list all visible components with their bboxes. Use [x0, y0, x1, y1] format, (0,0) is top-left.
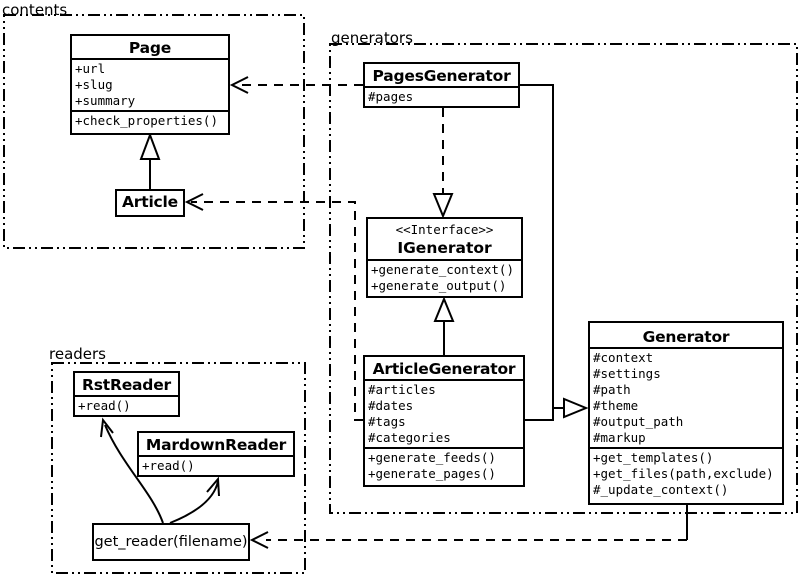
- attribute: +summary: [75, 93, 136, 108]
- attribute: #output_path: [593, 414, 684, 429]
- package-label-contents: contents: [2, 1, 68, 19]
- attribute: +slug: [75, 77, 113, 92]
- inheritance-arrow-generators-to-generator: [520, 84, 589, 421]
- dependency-arrow-pagesgenerator-to-page: [229, 76, 363, 94]
- method: +generate_context(): [371, 262, 514, 277]
- arrow-getreader-to-markdownreader: [169, 476, 220, 524]
- method: +read(): [142, 458, 195, 473]
- class-box-generator: Generator #context #settings #path #them…: [588, 321, 784, 505]
- attributes-compartment: #articles #dates #tags #categories: [365, 379, 523, 447]
- attribute: #context: [593, 350, 654, 365]
- attribute: #pages: [368, 89, 414, 104]
- attribute: #settings: [593, 366, 661, 381]
- methods-compartment: +read(): [75, 395, 178, 415]
- package-border-readers: [51, 362, 306, 574]
- arrow-getreader-to-rstreader: [100, 417, 164, 524]
- attribute: #theme: [593, 398, 639, 413]
- package-border-contents: [3, 14, 305, 249]
- attributes-compartment: +url +slug +summary: [72, 58, 228, 110]
- method: +get_files(path,exclude): [593, 466, 774, 481]
- inheritance-arrow-article-to-page: [139, 132, 161, 189]
- package-label-generators: generators: [331, 29, 413, 47]
- attribute: #tags: [368, 414, 406, 429]
- class-title-generator: Generator: [642, 328, 730, 346]
- class-box-rstreader: RstReader +read(): [73, 371, 180, 417]
- class-box-articlegenerator: ArticleGenerator #articles #dates #tags …: [363, 355, 525, 487]
- class-box-page: Page +url +slug +summary +check_properti…: [70, 34, 230, 135]
- attribute: +url: [75, 61, 106, 76]
- method: +generate_feeds(): [368, 450, 496, 465]
- class-box-igenerator: <<Interface>> IGenerator +generate_conte…: [366, 217, 523, 298]
- stereotype-interface: <<Interface>>: [395, 222, 494, 237]
- package-border-generators: [329, 43, 798, 514]
- realization-arrow-pagesgenerator-to-igenerator: [432, 108, 454, 219]
- methods-compartment: +generate_context() +generate_output(): [368, 259, 521, 295]
- class-title-article: Article: [122, 193, 178, 211]
- attributes-compartment: #pages: [365, 86, 518, 106]
- class-title-markdownreader: MardownReader: [145, 436, 287, 454]
- package-label-readers: readers: [49, 345, 106, 363]
- method: +check_properties(): [75, 113, 218, 128]
- attribute: #markup: [593, 430, 646, 445]
- methods-compartment: +read(): [139, 455, 293, 475]
- function-box-get-reader: get_reader(filename): [92, 523, 250, 561]
- methods-compartment: +get_templates() +get_files(path,exclude…: [590, 447, 782, 499]
- dependency-arrow-articlegenerator-to-article: [184, 193, 363, 421]
- class-title-page: Page: [128, 39, 172, 57]
- method: +generate_output(): [371, 278, 507, 293]
- method: #_update_context(): [593, 482, 729, 497]
- methods-compartment: +generate_feeds() +generate_pages(): [365, 447, 523, 483]
- method: +get_templates(): [593, 450, 714, 465]
- class-box-markdownreader: MardownReader +read(): [137, 431, 295, 477]
- class-title-pagesgenerator: PagesGenerator: [372, 67, 511, 85]
- methods-compartment: +check_properties(): [72, 110, 228, 130]
- dependency-arrow-generator-to-getreader: [249, 505, 688, 549]
- realization-arrow-articlegenerator-to-igenerator: [433, 296, 455, 355]
- attributes-compartment: #context #settings #path #theme #output_…: [590, 347, 782, 447]
- class-title-articlegenerator: ArticleGenerator: [372, 360, 516, 378]
- class-title-igenerator: IGenerator: [397, 239, 492, 257]
- class-box-pagesgenerator: PagesGenerator #pages: [363, 62, 520, 108]
- class-box-article: Article: [115, 189, 185, 217]
- attribute: #articles: [368, 382, 436, 397]
- class-title-rstreader: RstReader: [82, 376, 171, 394]
- attribute: #dates: [368, 398, 414, 413]
- attribute: #categories: [368, 430, 451, 445]
- attribute: #path: [593, 382, 631, 397]
- method: +generate_pages(): [368, 466, 496, 481]
- method: +read(): [78, 398, 131, 413]
